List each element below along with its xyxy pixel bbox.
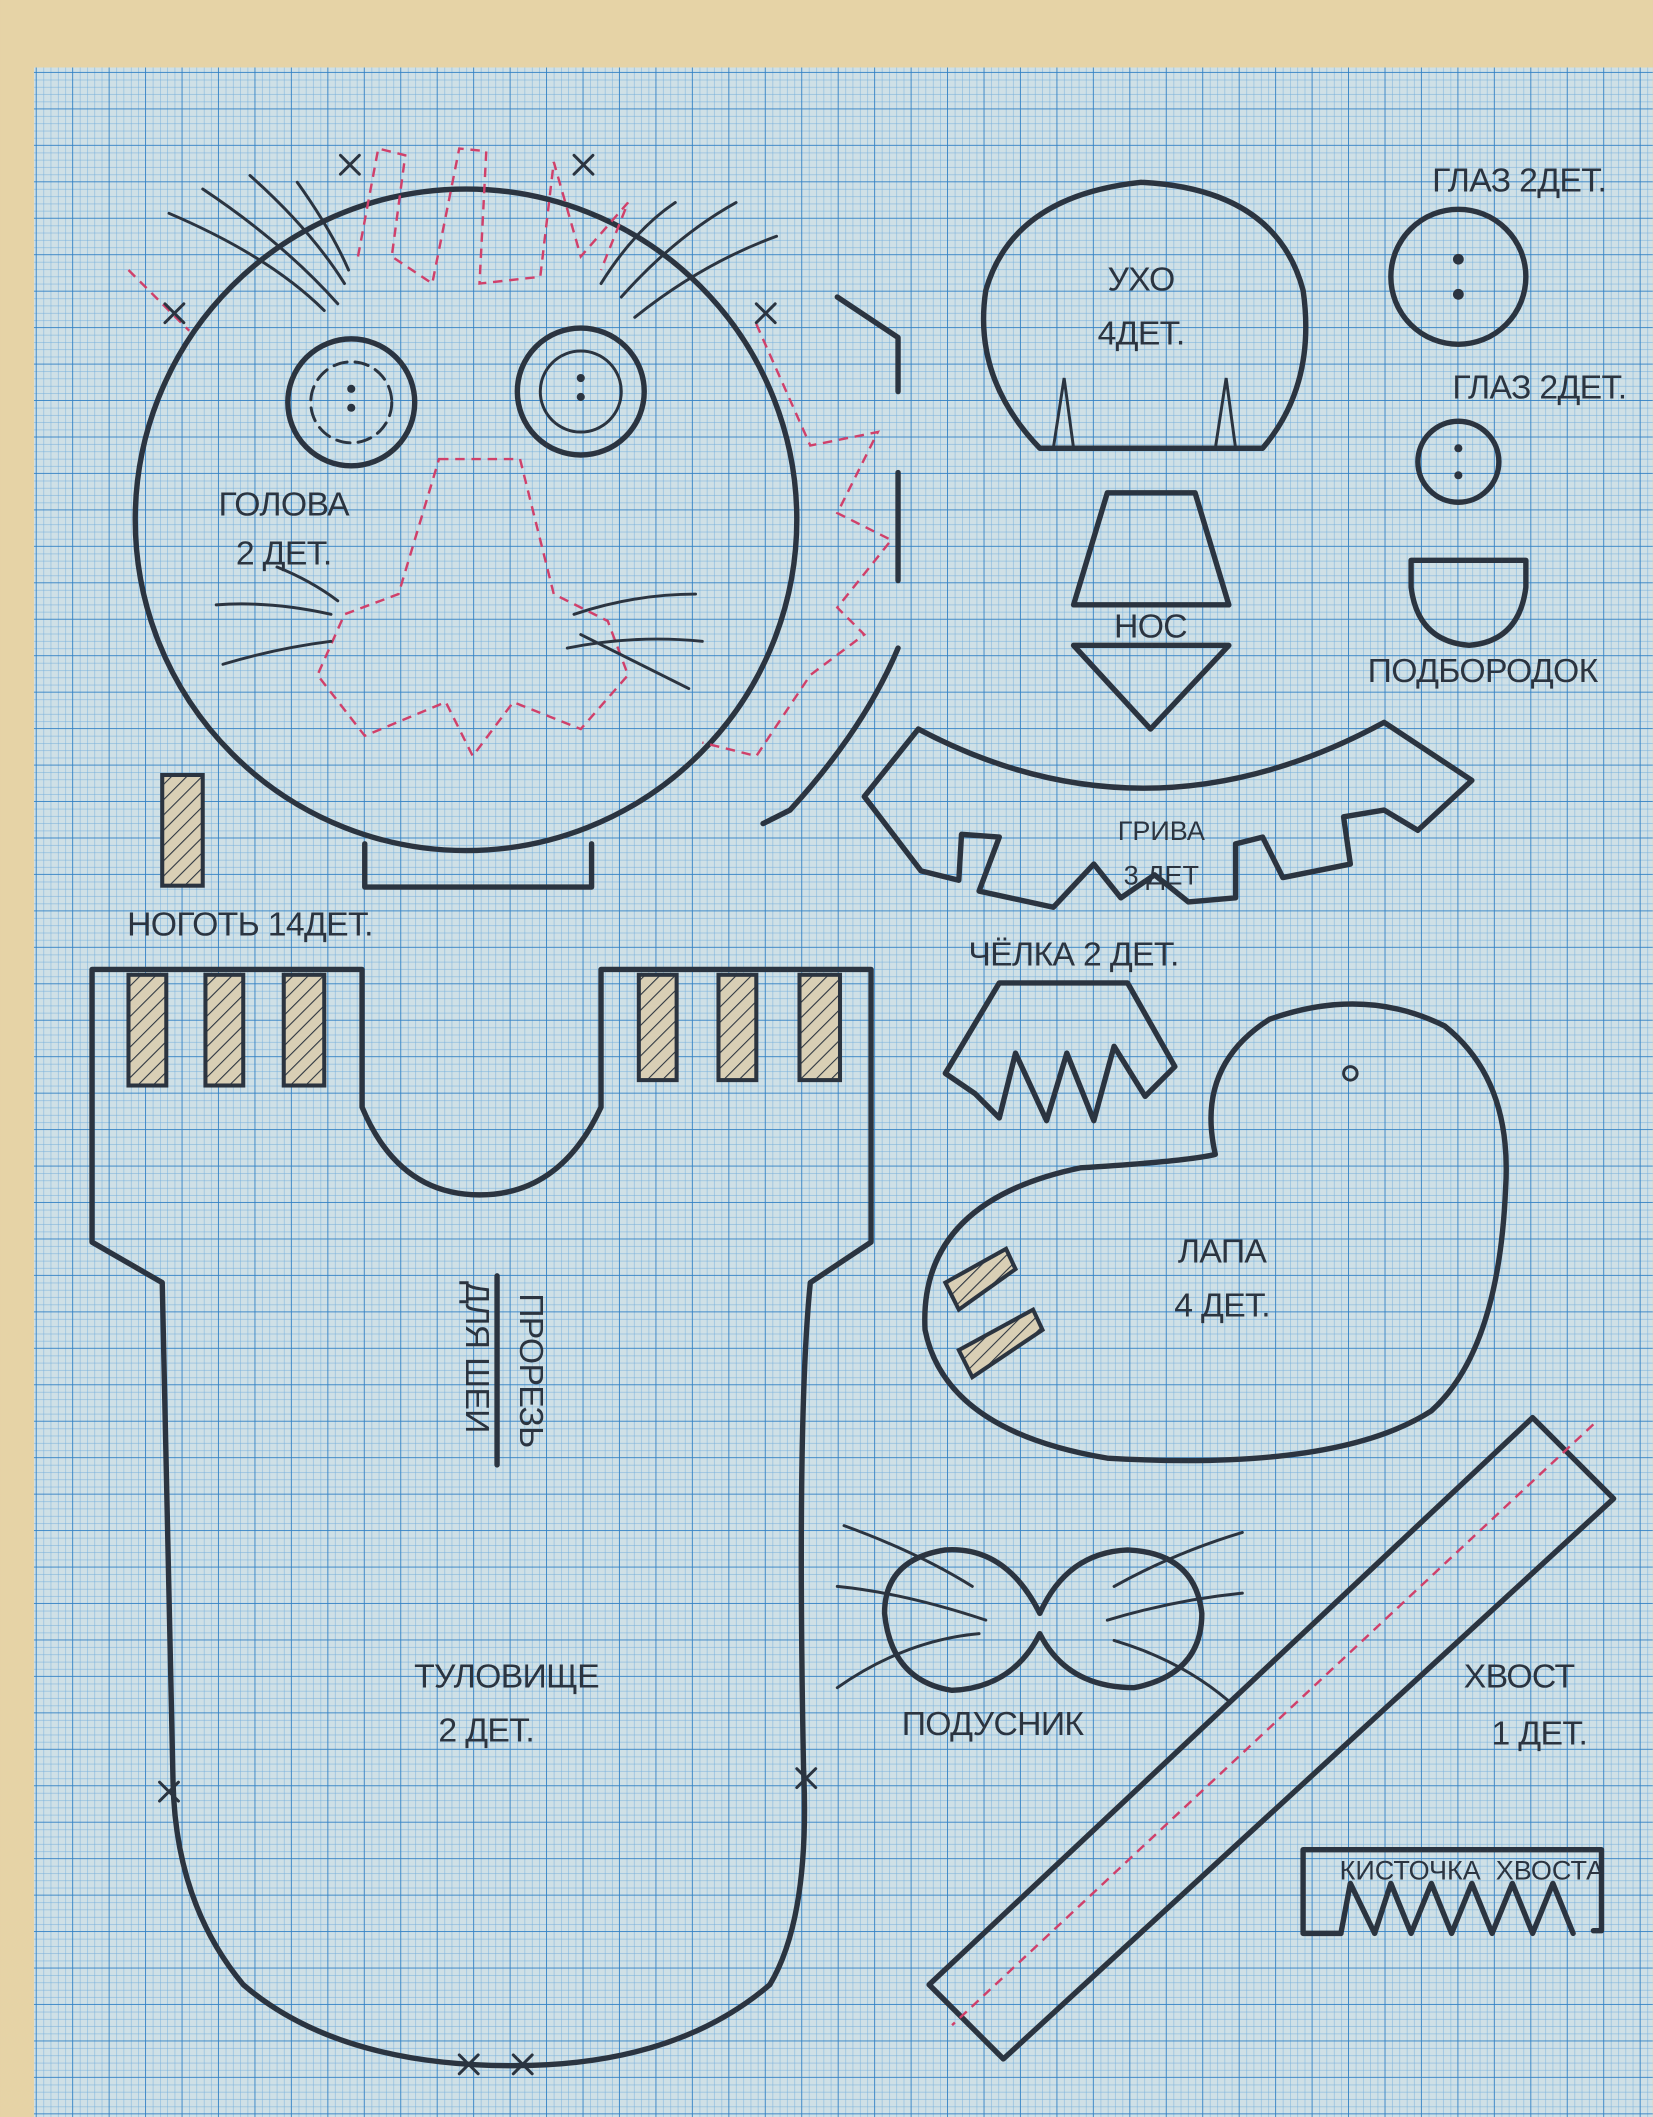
ear-count-label: 4ДЕТ. — [1098, 314, 1185, 352]
eye-small-piece: ГЛАЗ 2ДЕТ. — [1415, 368, 1627, 505]
mane-count-label: 3 ДЕТ — [1124, 860, 1199, 890]
tail-tassel-piece: КИСТОЧКА ХВОСТА — [1300, 1846, 1605, 1937]
chin-label: ПОДБОРОДОК — [1368, 652, 1599, 690]
mane-piece: ГРИВА 3 ДЕТ — [861, 719, 1475, 910]
tail-tassel-label: КИСТОЧКА ХВОСТА — [1340, 1855, 1604, 1885]
nose-label: НОС — [1114, 607, 1187, 645]
head-eye-left — [285, 336, 418, 469]
claw-piece: НОГОТЬ 14ДЕТ. — [127, 772, 374, 944]
tail-name-label: ХВОСТ — [1464, 1658, 1575, 1696]
body-count-label: 2 ДЕТ. — [438, 1712, 534, 1750]
fringe-piece: ЧЁЛКА 2 ДЕТ. — [942, 935, 1179, 1124]
eye-large-piece: ГЛАЗ 2ДЕТ. — [1388, 162, 1607, 347]
paw-name-label: ЛАПА — [1178, 1232, 1268, 1270]
mane-name-label: ГРИВА — [1118, 816, 1205, 846]
neck-slit-label-1: ПРОРЕЗЬ — [512, 1293, 550, 1447]
head-count-label: 2 ДЕТ. — [236, 534, 332, 572]
tail-piece: ХВОСТ 1 ДЕТ. — [926, 1414, 1617, 2062]
nose-piece: НОС — [1070, 490, 1232, 732]
neck-slit-label-2: ДЛЯ ШЕИ — [458, 1281, 496, 1433]
muzzle-piece: ПОДУСНИК — [835, 1524, 1244, 1743]
fringe-label: ЧЁЛКА 2 ДЕТ. — [968, 935, 1178, 973]
eye-small-label: ГЛАЗ 2ДЕТ. — [1452, 368, 1626, 406]
claw-label: НОГОТЬ 14ДЕТ. — [127, 906, 373, 944]
tail-count-label: 1 ДЕТ. — [1492, 1714, 1588, 1752]
head-piece: ГОЛОВА 2 ДЕТ. — [127, 147, 901, 890]
head-name-label: ГОЛОВА — [218, 486, 350, 524]
body-piece: ПРОРЕЗЬ ДЛЯ ШЕИ ТУЛОВИЩЕ 2 ДЕТ. — [89, 966, 874, 2069]
paw-count-label: 4 ДЕТ. — [1174, 1286, 1270, 1324]
muzzle-label: ПОДУСНИК — [902, 1705, 1085, 1743]
notch-marks — [158, 153, 818, 2076]
head-eye-right — [514, 325, 647, 458]
eye-large-label: ГЛАЗ 2ДЕТ. — [1432, 162, 1606, 200]
ear-piece: УХО 4ДЕТ. — [980, 179, 1309, 451]
chin-piece: ПОДБОРОДОК — [1368, 557, 1599, 690]
ear-name-label: УХО — [1108, 260, 1175, 298]
paw-piece: ЛАПА 4 ДЕТ. — [922, 1001, 1509, 1464]
body-name-label: ТУЛОВИЩЕ — [414, 1658, 599, 1696]
